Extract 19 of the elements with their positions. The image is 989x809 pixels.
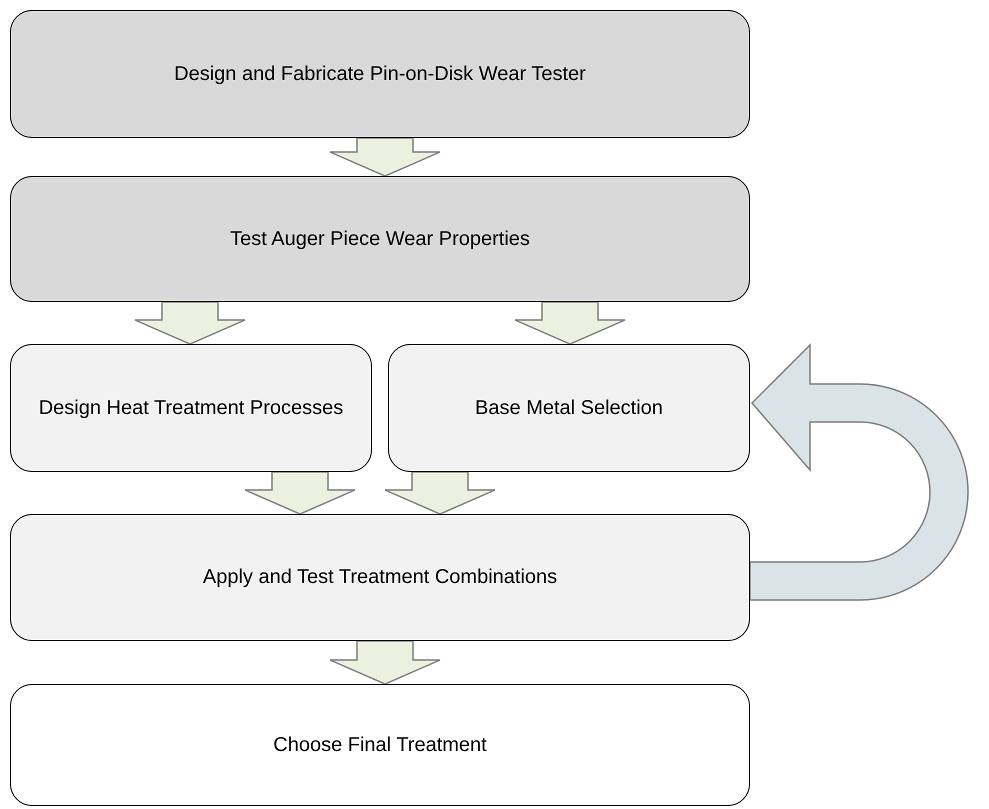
block-arrow [749, 344, 969, 601]
process-box [10, 344, 372, 472]
process-box [388, 344, 750, 472]
process-box [10, 176, 750, 302]
step-label: Design and Fabricate Pin-on-Disk Wear Tester [173, 62, 587, 86]
process-box [10, 514, 750, 641]
block-arrow [134, 301, 246, 345]
step-label: Choose Final Treatment [272, 734, 488, 756]
step-label: Apply and Test Treatment Combinations [202, 566, 558, 589]
block-arrow [329, 640, 441, 685]
step-label: Design Heat Treatment Processes [38, 396, 344, 420]
block-arrow [384, 471, 496, 515]
step-label: Test Auger Piece Wear Properties [229, 228, 531, 250]
process-box [10, 684, 750, 806]
block-arrow [244, 471, 356, 515]
process-box [10, 10, 750, 138]
block-arrow [329, 137, 441, 177]
block-arrow [514, 301, 626, 345]
step-label: Base Metal Selection [474, 396, 664, 420]
